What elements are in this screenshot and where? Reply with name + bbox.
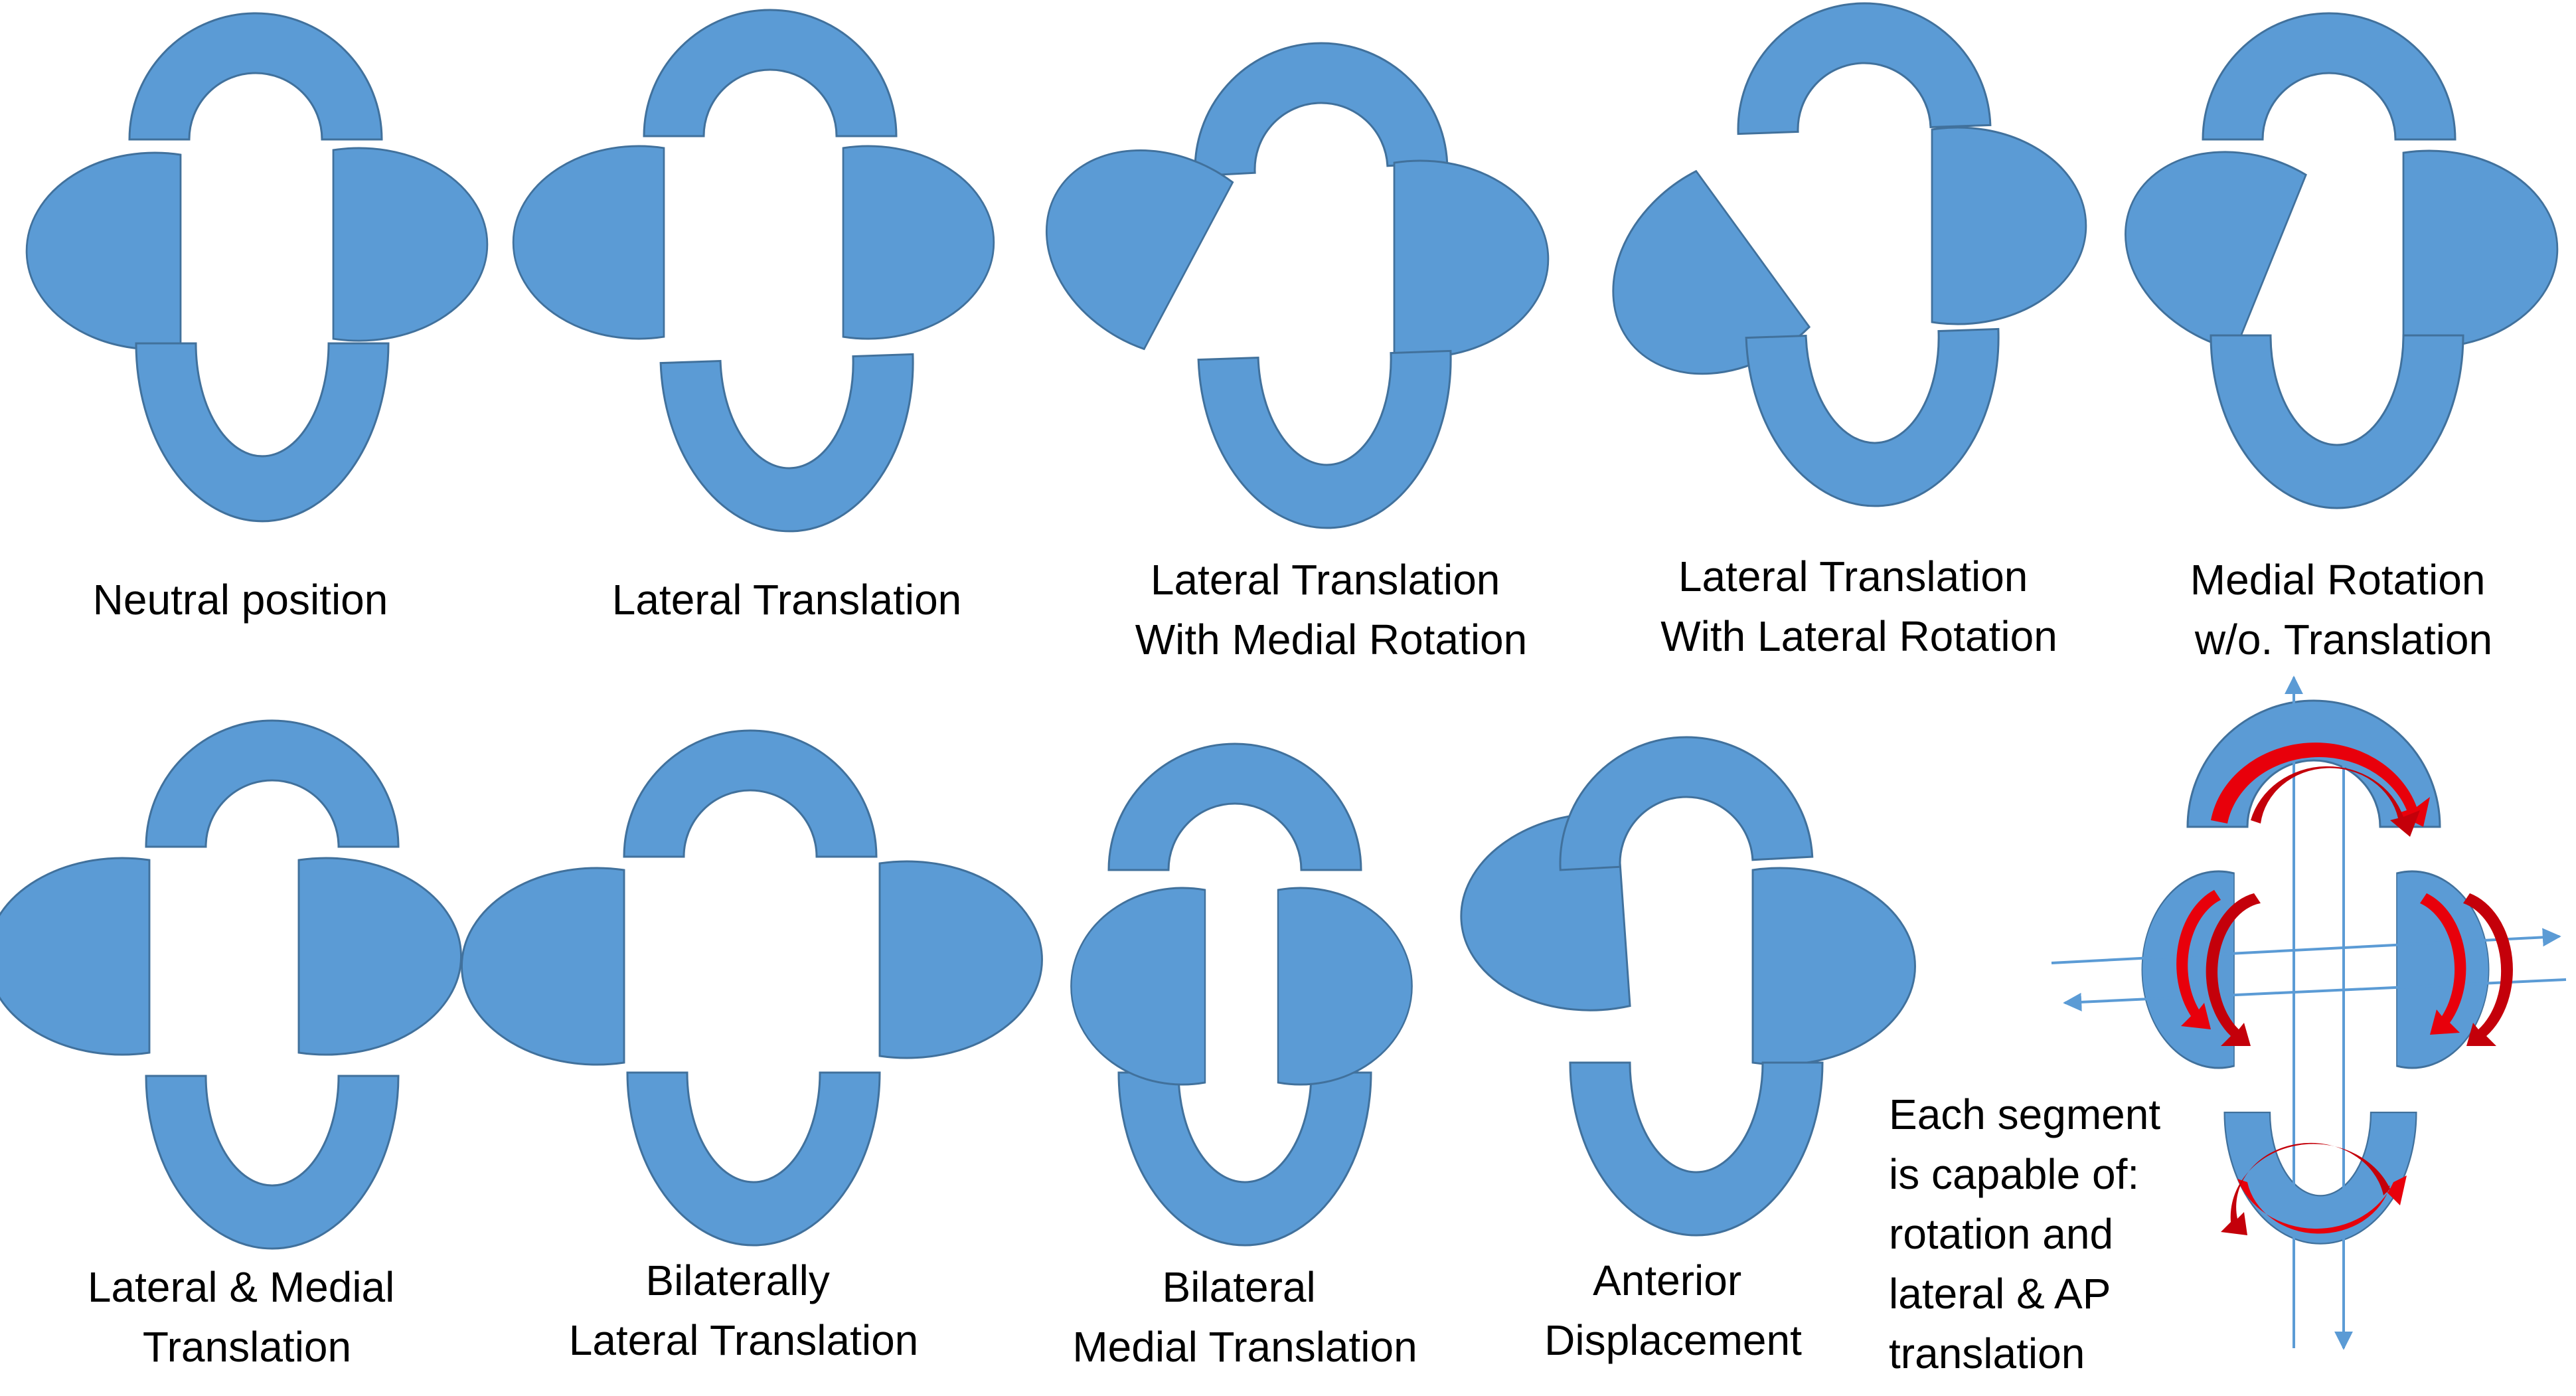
top-segment bbox=[128, 12, 383, 141]
panel-anterior-displacement: Anterior Displacement bbox=[1453, 729, 1917, 1364]
left-segment bbox=[25, 151, 182, 351]
panel-label: Lateral Translation With Lateral Rotatio… bbox=[1660, 553, 2057, 660]
bottom-segment bbox=[135, 342, 390, 523]
top-segment bbox=[145, 719, 400, 848]
bottom-segment bbox=[1117, 1071, 1372, 1247]
right-segment bbox=[332, 147, 489, 342]
top-segment bbox=[623, 729, 878, 858]
panel-bilateral-lateral-translation: Bilaterally Lateral Translation bbox=[460, 729, 1044, 1364]
top-segment bbox=[1732, 0, 1992, 135]
bottom-segment bbox=[659, 353, 920, 537]
right-segment bbox=[2402, 149, 2559, 349]
rotation-arrow-icon bbox=[2206, 893, 2261, 1046]
top-segment bbox=[1552, 729, 1814, 871]
rotation-arrow-icon bbox=[2221, 1142, 2390, 1235]
panel-lateral-translation: Lateral Translation bbox=[512, 9, 995, 624]
rotation-arrow-icon bbox=[2237, 1176, 2407, 1234]
right-segment bbox=[878, 860, 1044, 1059]
left-segment bbox=[1070, 887, 1206, 1086]
left-segment bbox=[2140, 870, 2235, 1069]
left-segment bbox=[2093, 116, 2308, 353]
bottom-segment bbox=[2223, 1111, 2417, 1245]
axis-arrow-icon bbox=[2051, 928, 2561, 964]
top-segment bbox=[2202, 12, 2456, 141]
axis-arrow-icon bbox=[2063, 978, 2567, 1011]
panel-label: Lateral Translation bbox=[612, 576, 962, 624]
bottom-segment bbox=[2210, 334, 2464, 509]
bottom-segment bbox=[1197, 349, 1458, 533]
rotation-arrow-icon bbox=[2420, 893, 2466, 1035]
bottom-segment bbox=[145, 1075, 400, 1250]
panel-capabilities: Each segment is capable of: rotation and… bbox=[1889, 675, 2567, 1377]
left-segment bbox=[0, 857, 151, 1056]
capabilities-note: Each segment is capable of: rotation and… bbox=[1889, 1091, 2172, 1377]
bottom-segment bbox=[1569, 1061, 1824, 1237]
rotation-arrow-icon bbox=[2211, 742, 2430, 827]
panel-neutral: Neutral position bbox=[25, 12, 489, 624]
panel-lateral-medial-translation: Lateral & Medial Translation bbox=[0, 719, 463, 1371]
bottom-segment bbox=[626, 1071, 881, 1247]
rotation-arrow-icon bbox=[2176, 890, 2221, 1029]
panel-label: Anterior Displacement bbox=[1544, 1257, 1802, 1364]
rotation-arrow-icon bbox=[2251, 766, 2420, 837]
right-segment bbox=[1931, 126, 2087, 325]
panel-bilateral-medial-translation: Bilateral Medial Translation bbox=[1070, 742, 1417, 1371]
left-segment bbox=[512, 145, 665, 340]
top-segment bbox=[1107, 742, 1362, 871]
rotation-arrow-icon bbox=[2463, 893, 2513, 1046]
panel-label: Neutral position bbox=[93, 576, 388, 624]
bottom-segment bbox=[1745, 327, 2006, 511]
right-segment bbox=[842, 145, 995, 340]
right-segment bbox=[1751, 867, 1917, 1066]
right-segment bbox=[1393, 159, 1550, 359]
top-segment bbox=[1187, 35, 1449, 177]
panel-label: Bilaterally Lateral Translation bbox=[569, 1257, 919, 1364]
right-segment bbox=[297, 857, 463, 1056]
left-segment bbox=[460, 867, 625, 1066]
panel-label: Lateral Translation With Medial Rotation bbox=[1135, 556, 1527, 663]
panel-medial-rotation: Medial Rotation w/o. Translation bbox=[2093, 12, 2559, 663]
panel-label: Medial Rotation w/o. Translation bbox=[2190, 556, 2497, 663]
panel-lateral-translation-medial-rotation: Lateral Translation With Medial Rotation bbox=[1009, 35, 1550, 663]
top-segment bbox=[643, 9, 898, 137]
panel-label: Bilateral Medial Translation bbox=[1072, 1263, 1417, 1371]
panel-lateral-translation-lateral-rotation: Lateral Translation With Lateral Rotatio… bbox=[1569, 0, 2087, 660]
panel-label: Lateral & Medial Translation bbox=[88, 1263, 406, 1371]
right-segment bbox=[1277, 887, 1413, 1086]
